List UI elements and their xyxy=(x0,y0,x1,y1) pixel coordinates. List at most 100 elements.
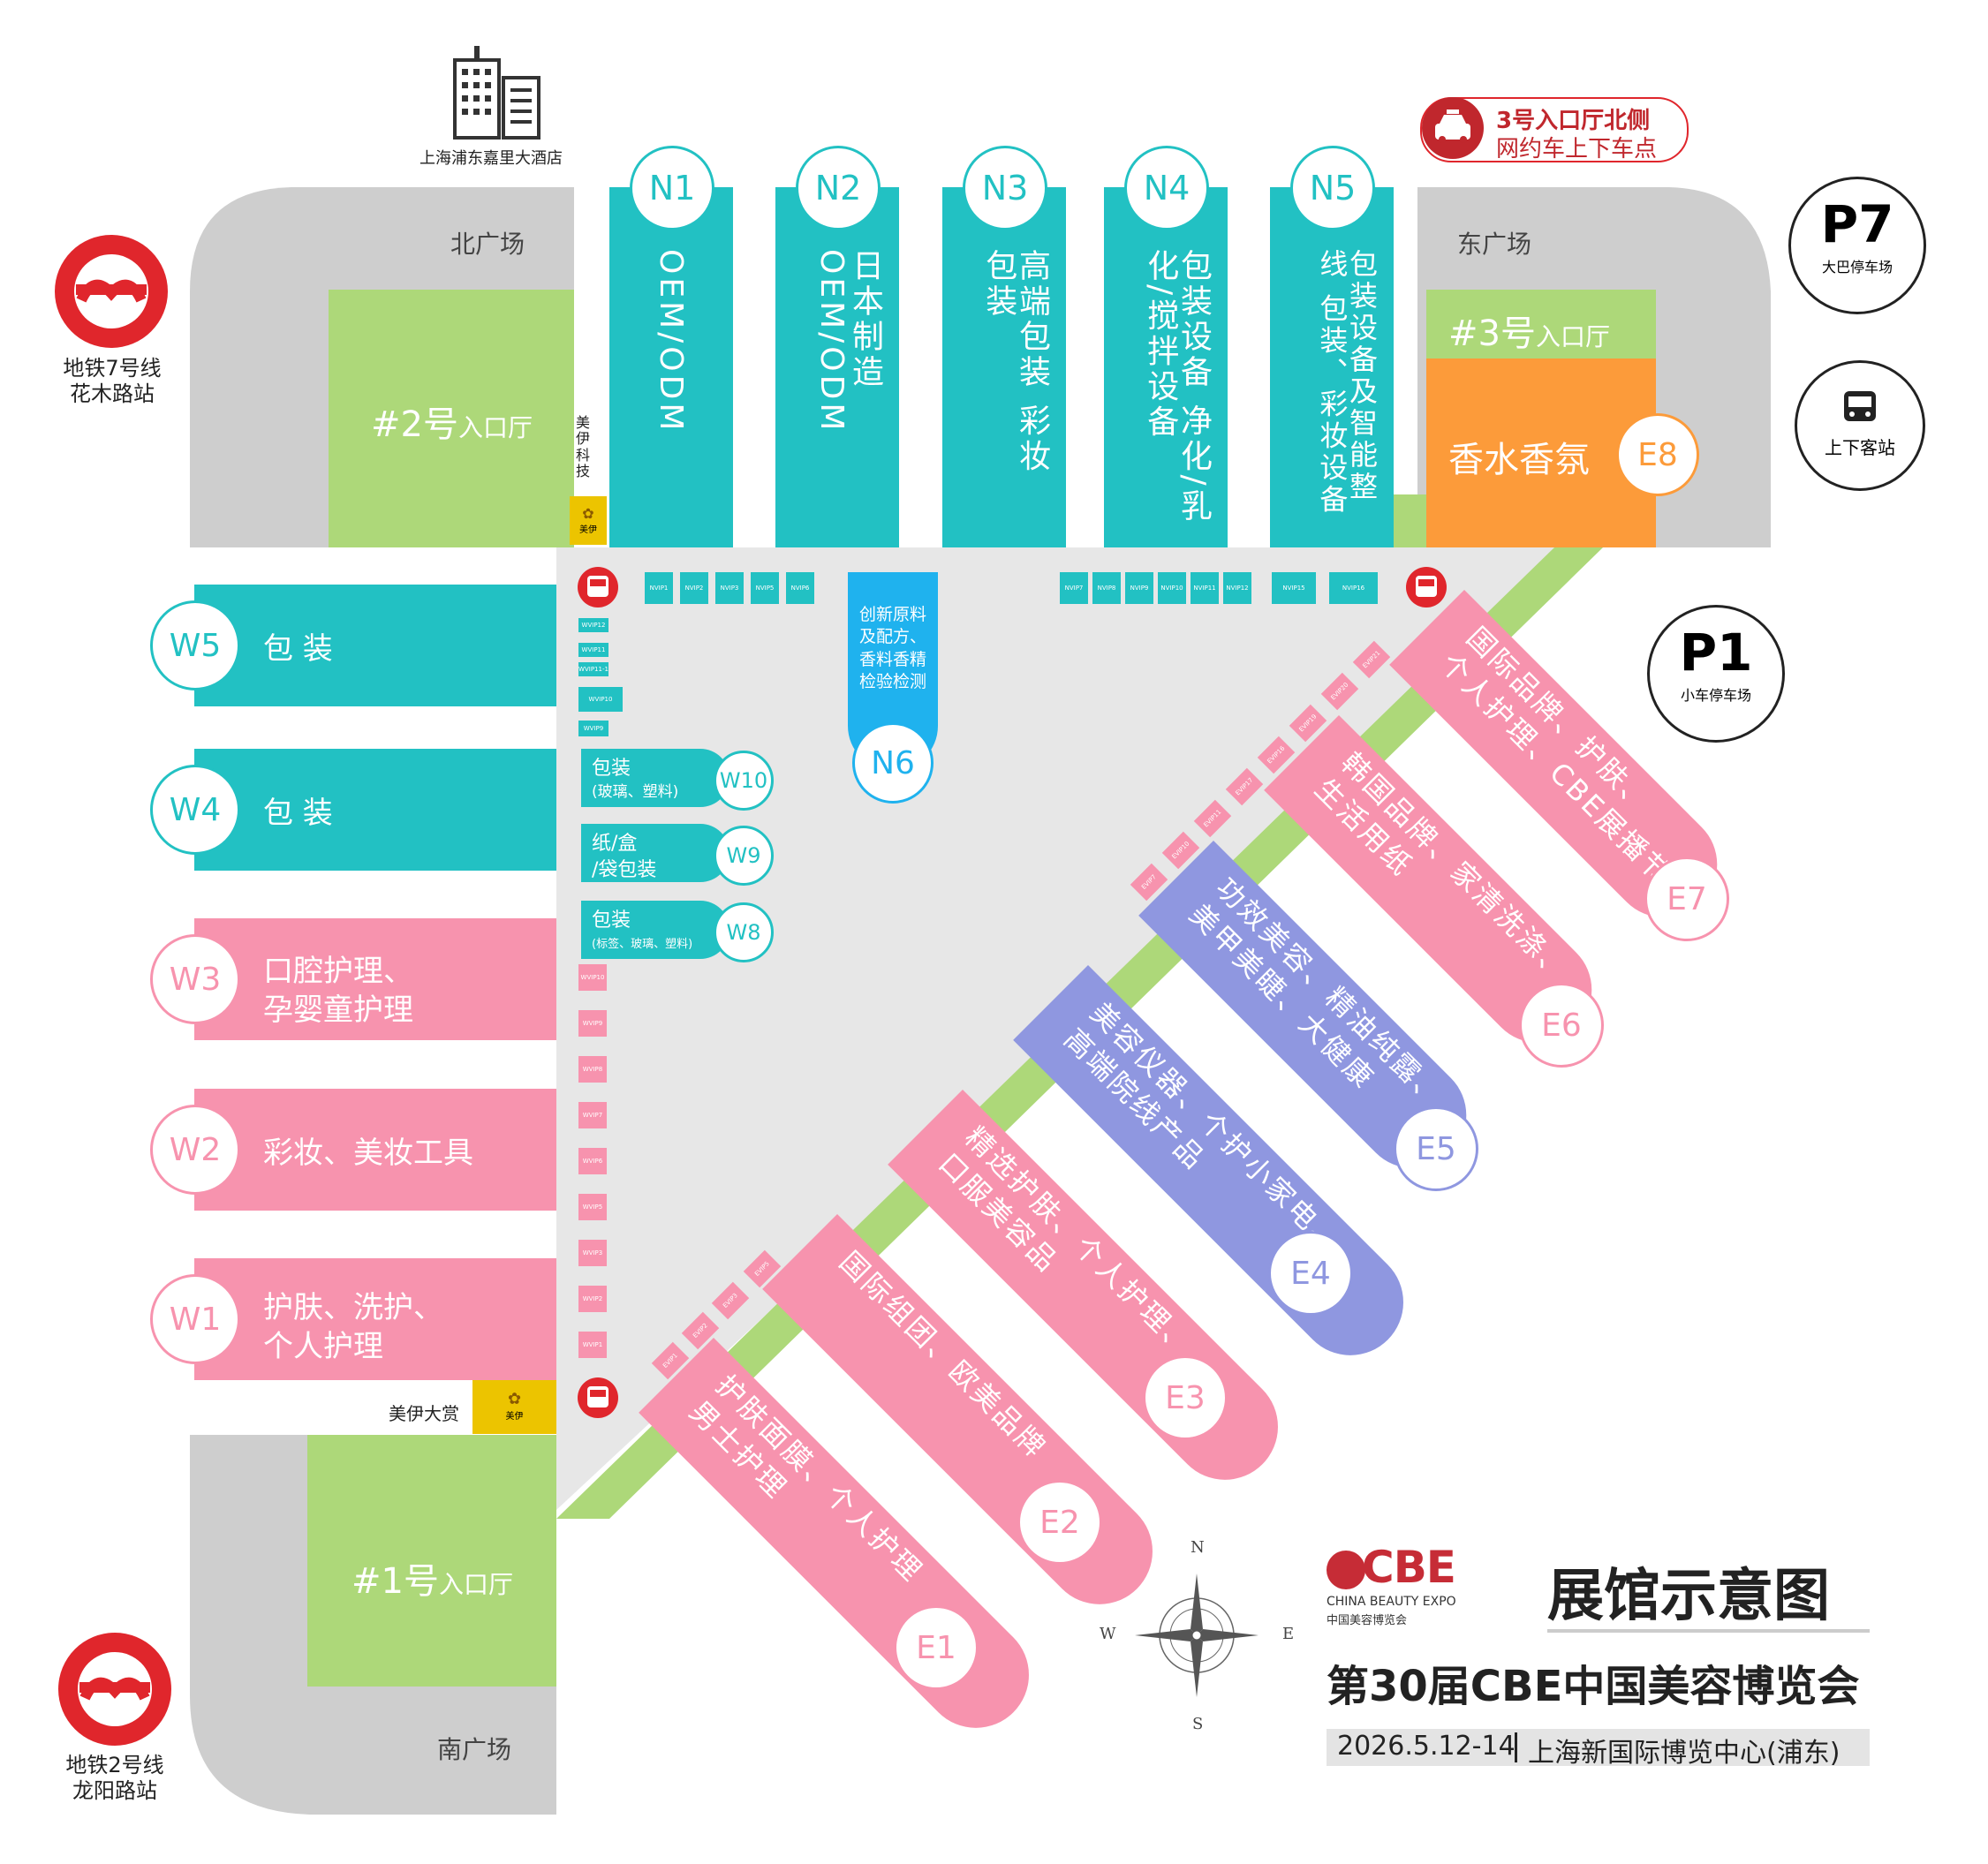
bus-label: 上下客站 xyxy=(1825,437,1895,458)
hall-w1-code: W1 xyxy=(150,1274,240,1364)
vip-room[interactable]: WVIP11-1 xyxy=(578,662,608,676)
hall-e6-code: E6 xyxy=(1519,983,1604,1068)
hall-w10-code: W10 xyxy=(714,751,774,811)
vip-room[interactable]: NVIP12 xyxy=(1223,572,1251,604)
bus-stop-icon xyxy=(1406,567,1447,607)
meiyi-tech-label: 美伊科技 xyxy=(576,414,591,480)
hall-w5-text: 包 装 xyxy=(263,631,333,667)
vip-room[interactable]: NVIP3 xyxy=(715,572,744,604)
hall-w3-text-2: 孕婴童护理 xyxy=(263,992,413,1028)
hall-n2[interactable]: 日本制造 OEM/ODM xyxy=(775,187,899,547)
vip-room[interactable]: WVIP3 xyxy=(578,1240,607,1266)
hall-w4[interactable]: 包 装 xyxy=(194,749,556,871)
vip-room[interactable]: WVIP10 xyxy=(578,687,623,712)
p7-parking: P7 大巴停车场 xyxy=(1788,177,1926,314)
hall-w5[interactable]: 包 装 xyxy=(194,585,556,706)
vip-room[interactable]: NVIP11 xyxy=(1191,572,1219,604)
e8-connector xyxy=(1391,494,1426,547)
hall-w8[interactable]: 包装 (标签、玻璃、塑料) xyxy=(581,901,729,959)
hall-w10-text-1: 包装 xyxy=(592,758,631,780)
info-separator xyxy=(1515,1732,1517,1762)
vip-room[interactable]: NVIP1 xyxy=(645,572,673,604)
hall-w9[interactable]: 纸/盒 /袋包装 xyxy=(581,824,729,882)
p7-label: 大巴停车场 xyxy=(1821,259,1893,275)
meiyi-tech-booth: ✿ 美伊 xyxy=(570,496,607,545)
entrance-3-label: #3号入口厅 xyxy=(1448,313,1610,354)
hall-w9-text-1: 纸/盒 xyxy=(592,833,638,855)
hall-w4-text: 包 装 xyxy=(263,796,333,831)
p7-code: P7 xyxy=(1820,194,1894,254)
vip-room[interactable]: WVIP11 xyxy=(578,643,608,657)
hall-n2-code: N2 xyxy=(796,146,881,230)
vip-room[interactable]: WVIP12 xyxy=(578,618,608,632)
event-title: 第30届CBE中国美容博览会 xyxy=(1327,1662,1860,1711)
hall-w1[interactable]: 护肤、洗护、 个人护理 xyxy=(194,1258,556,1380)
meiyi-logo-text: 美伊 xyxy=(579,525,597,535)
hall-n6-text: 创新原料及配方、香料香精检验检测 xyxy=(858,605,926,691)
vip-room[interactable]: WVIP9 xyxy=(578,1010,607,1037)
east-plaza-label: 东广场 xyxy=(1457,230,1532,259)
hall-w9-text-2: /袋包装 xyxy=(592,859,657,881)
vip-room[interactable]: NVIP9 xyxy=(1125,572,1153,604)
hall-w5-code: W5 xyxy=(150,600,240,691)
hall-w9-code: W9 xyxy=(714,826,774,886)
vip-room[interactable]: NVIP2 xyxy=(680,572,708,604)
taxi-label-1: 3号入口厅北侧 xyxy=(1496,108,1651,134)
meiyi-logo-text: 美伊 xyxy=(505,1412,524,1422)
vip-room[interactable]: NVIP5 xyxy=(751,572,779,604)
vip-room[interactable]: WVIP8 xyxy=(578,1056,607,1083)
hall-w2-text: 彩妆、美妆工具 xyxy=(263,1136,473,1171)
hall-n5-text: 包装设备及智能整线 包装、彩妆设备 xyxy=(1315,249,1379,517)
hall-w3[interactable]: 口腔护理、 孕婴童护理 xyxy=(194,918,556,1040)
hall-e8-text[interactable]: 香水香氛 xyxy=(1448,440,1590,480)
hall-n3[interactable]: 高端包装 彩妆包装 xyxy=(942,187,1066,547)
hall-w2[interactable]: 彩妆、美妆工具 xyxy=(194,1089,556,1211)
vip-room[interactable]: NVIP8 xyxy=(1092,572,1121,604)
compass-n: N xyxy=(1191,1538,1205,1557)
vip-room[interactable]: NVIP7 xyxy=(1060,572,1088,604)
vip-room[interactable]: WVIP10 xyxy=(578,964,607,991)
hall-w8-code: W8 xyxy=(714,902,774,962)
hall-e1-code: E1 xyxy=(894,1605,979,1690)
vip-room[interactable]: NVIP15 xyxy=(1272,572,1316,604)
bus-station: 上下客站 xyxy=(1795,360,1925,491)
hall-w4-code: W4 xyxy=(150,765,240,855)
hall-e2-code: E2 xyxy=(1017,1480,1102,1565)
vip-room[interactable]: WVIP7 xyxy=(578,1102,607,1128)
hall-n1[interactable]: OEM/ODM xyxy=(609,187,733,547)
entrance-3-area xyxy=(1426,290,1656,358)
meiyi-award-booth: ✿ 美伊 xyxy=(472,1379,556,1434)
compass-rose-icon xyxy=(1122,1554,1272,1713)
compass-w: W xyxy=(1100,1625,1116,1643)
hall-n4-code: N4 xyxy=(1124,146,1209,230)
vip-room[interactable]: WVIP9 xyxy=(578,721,608,736)
vip-room[interactable]: NVIP6 xyxy=(786,572,814,604)
hall-w1-text-1: 护肤、洗护、 xyxy=(263,1290,443,1325)
hall-n5-code: N5 xyxy=(1290,146,1375,230)
vip-room[interactable]: WVIP5 xyxy=(578,1194,607,1220)
vip-room[interactable]: NVIP10 xyxy=(1158,572,1186,604)
hotel-label: 上海浦东嘉里大酒店 xyxy=(420,149,563,168)
entrance-1-area xyxy=(307,1435,556,1687)
metro7-label: 地铁7号线花木路站 xyxy=(63,356,162,406)
vip-room[interactable]: NVIP16 xyxy=(1329,572,1378,604)
hall-n5[interactable]: 包装设备及智能整线 包装、彩妆设备 xyxy=(1270,187,1394,547)
p1-label: 小车停车场 xyxy=(1680,687,1751,704)
p1-parking: P1 小车停车场 xyxy=(1647,605,1785,743)
hall-n4-text: 包装设备 净化/乳化/搅拌设备 xyxy=(1142,249,1212,524)
event-info-bar: 2026.5.12-14 上海新国际博览中心(浦东) xyxy=(1327,1729,1870,1769)
vip-room[interactable]: WVIP2 xyxy=(578,1286,607,1312)
vip-room[interactable]: WVIP6 xyxy=(578,1148,607,1174)
hall-w10[interactable]: 包装 (玻璃、塑料) xyxy=(581,749,729,807)
flower-icon: ✿ xyxy=(507,1390,522,1408)
vip-room[interactable]: WVIP1 xyxy=(578,1332,607,1358)
cbe-logo-cn: 中国美容博览会 xyxy=(1327,1614,1408,1627)
hall-w8-text-2: (标签、玻璃、塑料) xyxy=(592,938,693,951)
north-plaza-label: 北广场 xyxy=(450,230,525,259)
compass-s: S xyxy=(1192,1715,1204,1733)
hall-w3-text-1: 口腔护理、 xyxy=(263,954,413,989)
entrance-1-label: #1号入口厅 xyxy=(351,1561,513,1602)
cbe-logo: CBE CHINA BEAUTY EXPO 中国美容博览会 xyxy=(1327,1542,1485,1635)
hall-n4[interactable]: 包装设备 净化/乳化/搅拌设备 xyxy=(1104,187,1228,547)
